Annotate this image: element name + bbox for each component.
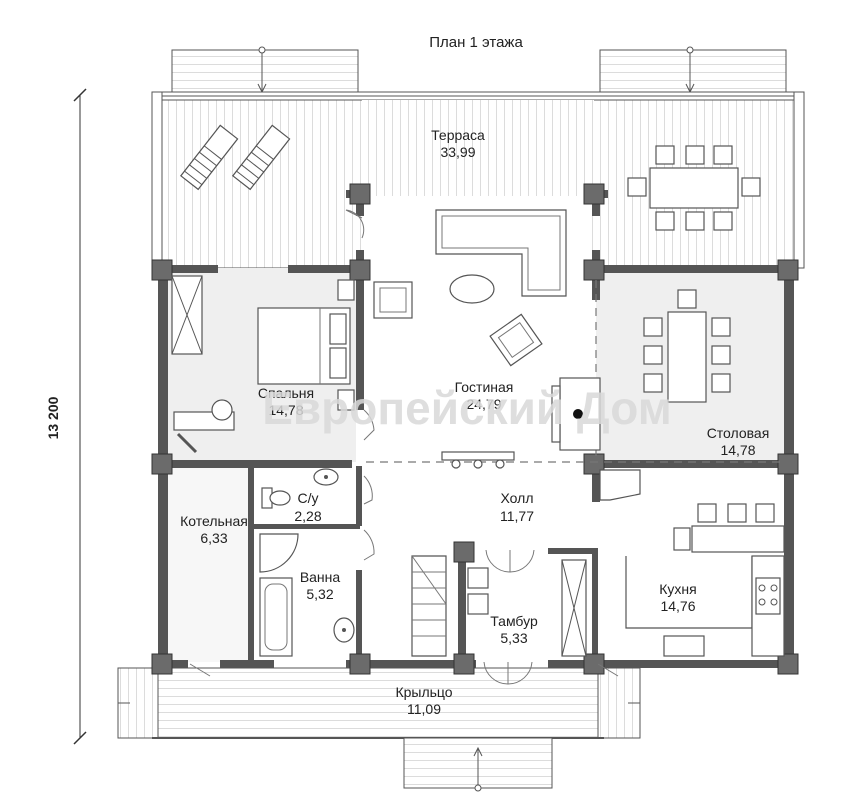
room-label-terrace: Терраса 33,99 bbox=[431, 127, 485, 160]
svg-text:Ванна: Ванна bbox=[300, 569, 341, 585]
svg-text:Терраса: Терраса bbox=[431, 127, 485, 143]
watermark: Европейский Дом bbox=[262, 382, 672, 434]
doors bbox=[189, 209, 619, 685]
room-label-wc: С/у 2,28 bbox=[294, 490, 321, 524]
top-steps-right bbox=[599, 46, 787, 97]
svg-text:Тамбур: Тамбур bbox=[490, 613, 538, 629]
zone-lines bbox=[366, 280, 784, 463]
staircase bbox=[411, 555, 447, 657]
double-bed bbox=[257, 307, 351, 385]
armchair bbox=[489, 313, 543, 367]
kitchen-unit bbox=[599, 469, 641, 501]
bath-sink bbox=[333, 617, 355, 643]
dimension-label: 13 200 bbox=[45, 396, 61, 439]
svg-text:С/у: С/у bbox=[298, 490, 319, 506]
svg-text:Холл: Холл bbox=[501, 490, 534, 506]
toilet bbox=[261, 487, 291, 509]
sun-loungers bbox=[180, 124, 291, 191]
fireplace bbox=[551, 377, 601, 451]
nightstand bbox=[337, 279, 355, 301]
closet bbox=[561, 559, 587, 657]
corner-sofa bbox=[435, 209, 567, 297]
plan-title: План 1 этажа bbox=[429, 34, 523, 51]
bench bbox=[467, 567, 489, 589]
svg-text:Спальня: Спальня bbox=[258, 385, 314, 401]
kitchen-island bbox=[673, 503, 785, 553]
dining-table-set bbox=[643, 289, 731, 403]
room-label-hall: Холл 11,77 bbox=[500, 490, 534, 524]
room-label-boiler-room: Котельная 6,33 bbox=[180, 513, 248, 546]
coffee-table bbox=[449, 274, 495, 304]
svg-text:2,28: 2,28 bbox=[294, 508, 321, 524]
wardrobe bbox=[171, 275, 203, 355]
top-steps-left bbox=[171, 46, 359, 97]
desk bbox=[173, 399, 235, 431]
kitchen-counter bbox=[625, 555, 785, 657]
room-label-porch: Крыльцо 11,09 bbox=[395, 684, 452, 717]
svg-text:11,09: 11,09 bbox=[407, 701, 441, 717]
armchair bbox=[373, 281, 413, 319]
room-label-dining-room: Столовая 14,78 bbox=[707, 425, 770, 458]
dimension-line: 13 200 bbox=[45, 88, 87, 745]
svg-text:11,77: 11,77 bbox=[500, 508, 534, 524]
svg-text:Столовая: Столовая bbox=[707, 425, 770, 441]
tv-stand bbox=[441, 451, 515, 469]
svg-text:Крыльцо: Крыльцо bbox=[395, 684, 452, 700]
svg-text:5,32: 5,32 bbox=[306, 586, 333, 602]
posts bbox=[151, 183, 799, 675]
terrace-deck bbox=[151, 91, 805, 269]
nightstand bbox=[337, 389, 355, 411]
bottom-steps bbox=[403, 737, 553, 792]
room-label-bedroom: Спальня 14,78 bbox=[258, 385, 314, 418]
svg-text:14,76: 14,76 bbox=[660, 598, 695, 614]
svg-text:Гостиная: Гостиная bbox=[455, 379, 514, 395]
walls bbox=[158, 186, 794, 668]
svg-text:5,33: 5,33 bbox=[500, 630, 527, 646]
room-label-kitchen: Кухня 14,76 bbox=[659, 581, 696, 614]
svg-text:14,78: 14,78 bbox=[720, 442, 755, 458]
shower-tray bbox=[259, 533, 299, 573]
room-label-vestibule: Тамбур 5,33 bbox=[490, 613, 538, 646]
bench bbox=[467, 593, 489, 615]
svg-text:6,33: 6,33 bbox=[200, 530, 227, 546]
svg-text:14,78: 14,78 bbox=[268, 402, 303, 418]
porch-deck bbox=[117, 667, 641, 739]
svg-text:Котельная: Котельная bbox=[180, 513, 248, 529]
bathtub bbox=[259, 577, 293, 657]
svg-text:33,99: 33,99 bbox=[440, 144, 475, 160]
svg-text:Кухня: Кухня bbox=[659, 581, 696, 597]
room-label-living-room: Гостиная 24,79 bbox=[455, 379, 514, 412]
svg-text:24,79: 24,79 bbox=[466, 396, 501, 412]
guitar-icon bbox=[176, 432, 198, 454]
room-label-bathroom: Ванна 5,32 bbox=[300, 569, 341, 602]
wc-sink bbox=[313, 468, 339, 486]
terrace-dining-set bbox=[627, 145, 761, 231]
